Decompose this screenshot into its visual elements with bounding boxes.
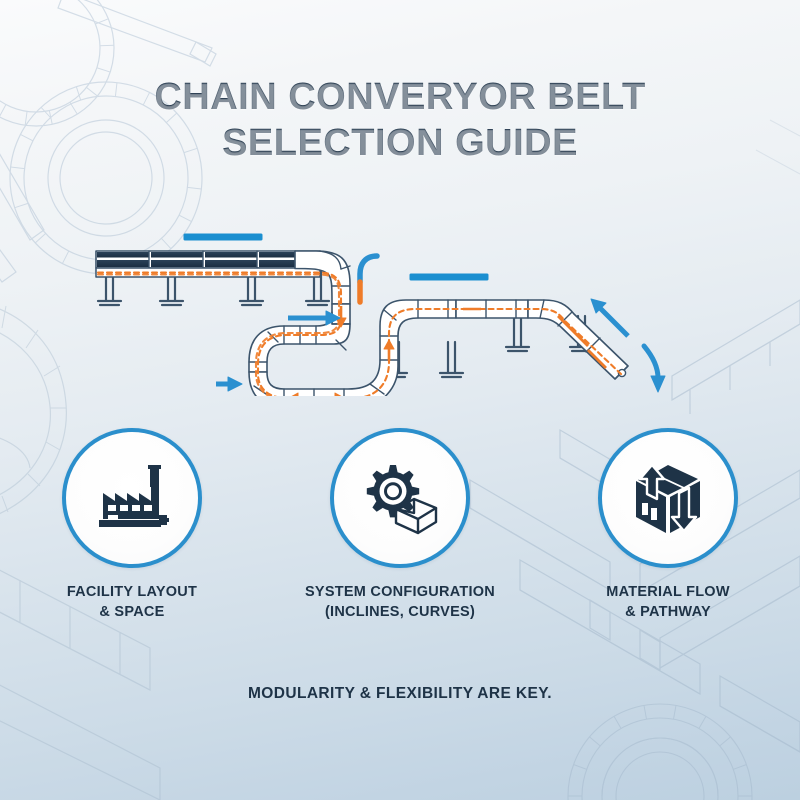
- feature-material-flow[interactable]: MATERIAL FLOW & PATHWAY: [573, 428, 763, 622]
- flow-arrow-incline-up: [590, 298, 630, 338]
- feature-label-3: MATERIAL FLOW & PATHWAY: [606, 584, 730, 620]
- chain-conveyor-diagram: [95, 233, 666, 396]
- chain-bar-incline-1: [557, 315, 589, 347]
- box-flow-arrows-icon: [636, 463, 700, 533]
- flow-indicators: [183, 233, 666, 393]
- chain-arrow-right: [334, 392, 342, 396]
- watermark-sprocket-bottom-right: [567, 703, 753, 800]
- chain-arrow-up: [383, 339, 395, 361]
- arrow-up: [638, 463, 666, 501]
- feature-icon-circle-2: [330, 428, 470, 568]
- gear-and-box-icon: [366, 465, 438, 535]
- flow-arrow-right-lower: [216, 376, 243, 392]
- segment-declining-incline: [527, 299, 629, 380]
- flow-arrow-descend: [641, 343, 666, 393]
- feature-icon-circle-1: [62, 428, 202, 568]
- box-shape: [394, 497, 438, 535]
- flow-bar-top-left: [183, 233, 263, 241]
- feature-facility-layout[interactable]: FACILITY LAYOUT & SPACE: [37, 428, 227, 622]
- page-title: CHAIN CONVERYOR BELT SELECTION GUIDE: [0, 74, 800, 167]
- flow-drop-indicator: [357, 253, 380, 305]
- chain-arrow-down: [335, 306, 347, 328]
- feature-label-1: FACILITY LAYOUT & SPACE: [66, 584, 198, 620]
- feature-label-2: SYSTEM CONFIGURATION (INCLINES, CURVES): [305, 584, 496, 620]
- feature-list: FACILITY LAYOUT & SPACE SYSTEM CONFIGURA…: [0, 428, 800, 622]
- title-line-1: CHAIN CONVERYOR BELT: [0, 74, 800, 120]
- footer-tagline: MODULARITY & FLEXIBILITY ARE KEY.: [248, 685, 552, 702]
- feature-system-configuration[interactable]: SYSTEM CONFIGURATION (INCLINES, CURVES): [305, 428, 495, 622]
- title-line-2: SELECTION GUIDE: [0, 120, 800, 166]
- segment-rising-s-curve: [248, 299, 457, 396]
- chain-arrow-left: [291, 392, 299, 396]
- deck-flow-arrows: [291, 306, 607, 396]
- feature-icon-circle-3: [598, 428, 738, 568]
- factory-icon: [99, 465, 169, 527]
- arrow-down: [670, 486, 698, 533]
- flow-arrow-right: [288, 310, 341, 326]
- flow-bar-right: [409, 273, 489, 281]
- chain-bar-incline-2: [587, 349, 607, 369]
- gear-shape: [366, 465, 420, 518]
